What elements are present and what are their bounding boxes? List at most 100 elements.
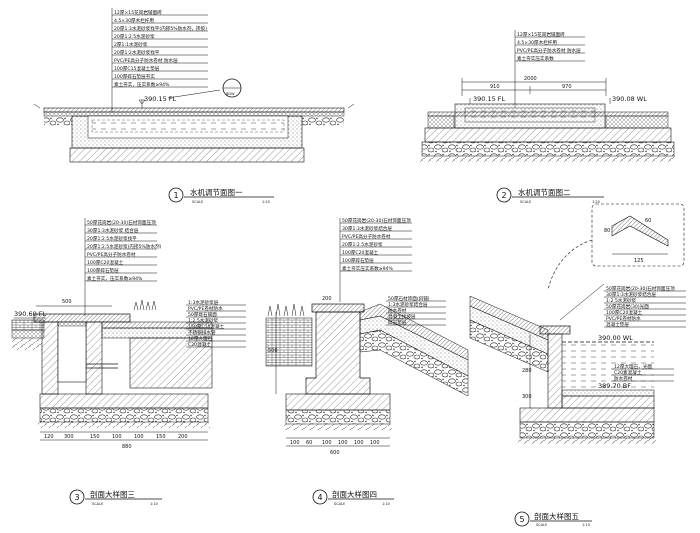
view3-gravel [39,407,209,423]
view1-deck [43,107,345,113]
view2-code: 1:20 [592,200,600,204]
note-text: 100厚碎石垫层 [342,257,374,264]
note-text: 50厚石材饰面(斜铺) [388,295,430,302]
view3-level: 390.60 FL [14,310,47,318]
note-text: 1:3水泥砂浆层 [188,299,219,306]
view3-number: 3 [75,493,80,502]
svg-text:100: 100 [354,440,364,446]
svg-text:60: 60 [645,218,651,224]
svg-text:300: 300 [64,434,74,440]
note-text: PVC/PE高分子防水卷材 防水层 [114,57,178,64]
view2-dim-total: 2000 [524,76,537,82]
view2-scale: SCALE [520,200,531,204]
view2-dim-right: 970 [562,84,572,90]
view4-dim-total: 600 [330,450,340,456]
note-text: 1:3水泥砂浆结合层 [388,301,428,308]
section-view-5: 125 80 60 50厚花岗岩(20-30)石材饰面压顶30厚1:3水泥砂浆结… [469,203,686,527]
note-text: PVC/PE高分子防水卷材 防水层 [517,47,581,54]
note-text: 素土夯实压实系数 [517,55,554,62]
note-text: 20厚1:2.5水泥砂浆 [342,241,383,248]
note-text: 100厚碎石垫层 [87,267,119,274]
note-text: 50厚花岗岩(20-30)石材饰面压顶 [342,217,411,224]
note-text: PVC/PE高分子防水卷材 [87,251,136,258]
note-text: 素土夯实，压实系数≥94% [114,81,170,88]
view3-title-circle [69,489,85,505]
view3-dim-total: 880 [122,444,132,450]
view4-coping [311,303,365,313]
view5-wall [547,333,563,409]
note-text: 防水卷材 [388,307,407,314]
view4-dim-height: 500 [268,348,278,354]
svg-text:100: 100 [338,440,348,446]
view5-scale: SCALE [536,523,547,527]
view3-code: 1:10 [150,502,158,506]
view1-mortar [43,111,345,117]
note-text: 100厚C20混凝土 [87,259,124,266]
view5-inset-frame [591,203,685,267]
view2-water [464,107,596,123]
section-view-4: 50厚花岗岩(20-30)石材饰面压顶30厚1:3水泥砂浆结合层PVC/PE高分… [265,217,469,506]
note-text: 20厚1:2.5水泥砂浆找平 [87,235,137,242]
view1-title: 水机调节面图一 [190,187,243,197]
view5-code: 1:10 [582,523,590,527]
view4-gravel [285,409,391,425]
view1-level: 390.15 FL [144,95,177,103]
view3-drain-channel [57,321,87,383]
view1-water [91,119,285,133]
svg-text:280: 280 [522,368,532,374]
view3-title: 剖面大样图三 [90,489,135,499]
view1-gravel-left [44,116,72,126]
view4-scale: SCALE [334,502,345,506]
note-text: 12厚×15花岗岩铺面砖 [114,9,162,16]
note-text: 50厚花岗岩(30)光面 [606,303,649,310]
view2-level-wl: 390.08 WL [612,95,647,103]
view2-number: 2 [502,191,507,200]
view2-level-fl: 390.15 FL [473,95,506,103]
note-text: 100厚C20混凝土 [606,309,643,316]
note-text: 20厚1:2.5水泥砂浆(内掺5%防水剂) [87,243,162,250]
note-text: 4.5×30厚木栏杆用 [517,39,557,46]
note-text: PVC/PE高分子防水卷材 [342,233,391,240]
view2-title: 水机调节面图二 [518,187,571,197]
view1-scale: SCALE [192,200,203,204]
svg-text:60: 60 [306,440,312,446]
view1-notes: 12厚×15花岗岩铺面砖4.5×30厚木栏杆用20厚1:3水泥砂浆找平(内掺5%… [112,9,208,88]
view3-scale: SCALE [92,502,103,506]
view4-code: 1:10 [382,502,390,506]
svg-text:100: 100 [112,434,122,440]
view4-title-circle [312,489,328,505]
svg-text:100: 100 [322,440,332,446]
svg-text:80: 80 [604,228,610,234]
view1-foundation [69,147,305,163]
note-text: 50厚花岗岩(20-30)石材饰面压顶 [606,285,675,292]
svg-text:100: 100 [370,440,380,446]
note-text: 2厚1:1水泥砂浆 [114,41,148,48]
note-text: 20厚1:2.5水泥砂浆 [114,33,155,40]
note-text: 20厚1:3水泥砂浆找平(内掺5%防水剂，掺胶) [114,25,207,32]
view5-title: 剖面大样图五 [534,511,579,521]
view1-title-circle [168,187,184,203]
note-text: 100厚C15混凝土垫层 [114,65,160,72]
view5-coping [539,325,571,335]
note-text: 30厚1:3水泥砂浆结合层 [342,225,392,232]
note-text: PVC/PE卷材防水 [188,305,223,312]
view2-title-circle [496,187,512,203]
note-text: 30厚1:3水泥砂浆 结合层 [87,227,139,234]
note-text: 4.5×30厚木栏杆用 [114,17,154,24]
view5-title-circle [514,511,530,527]
view1-gravel-right [302,116,344,126]
note-text: 1:2.5水泥砂浆 [606,297,637,304]
note-text: 30厚1:3水泥砂浆结合层 [606,291,656,298]
view5-inset-coping [611,215,669,247]
view4-notes: 50厚花岗岩(20-30)石材饰面压顶30厚1:3水泥砂浆结合层PVC/PE高分… [340,217,412,272]
view4-dim-top: 200 [322,296,332,302]
svg-text:300: 300 [522,394,532,400]
section-view-1: 12厚×15花岗岩铺面砖4.5×30厚木栏杆用20厚1:3水泥砂浆找平(内掺5%… [33,8,355,204]
note-text: 100厚C20混凝土 [342,249,379,256]
view3-dim-top: 500 [62,299,72,305]
view5-level-bf: 389.70 BF [598,382,631,390]
